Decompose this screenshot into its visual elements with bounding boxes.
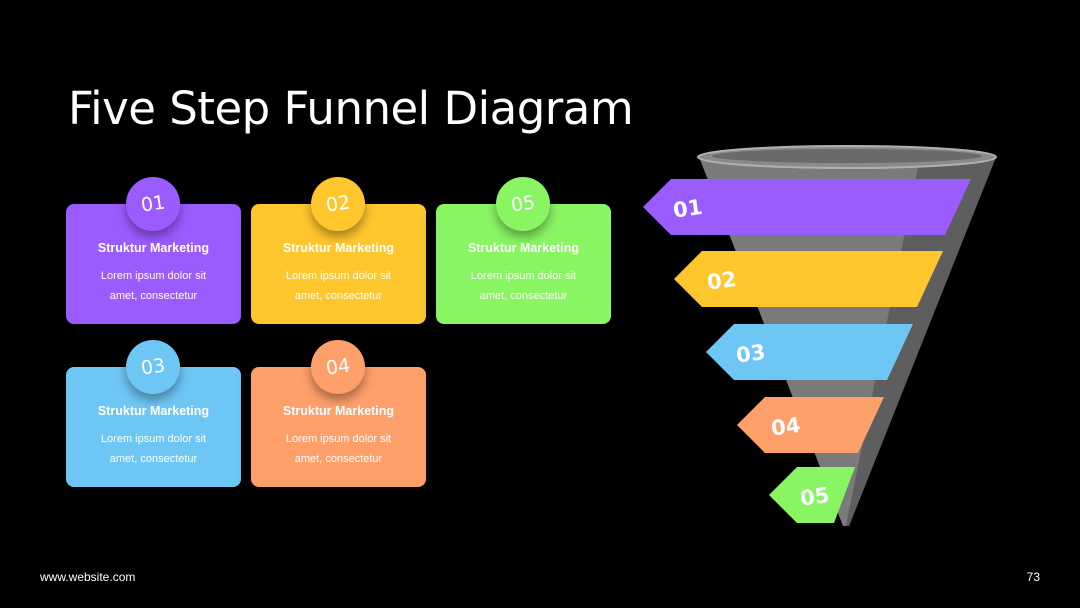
- funnel-band-01: [643, 179, 971, 235]
- card-text-line: Lorem ipsum dolor sit: [470, 270, 577, 282]
- step-card-03: 03 Struktur Marketing Lorem ipsum dolor …: [66, 340, 241, 487]
- step-badge: 03: [126, 340, 180, 394]
- funnel-band-03: [706, 324, 913, 380]
- page-number: 73: [1026, 570, 1040, 584]
- funnel-label-03: 03: [735, 340, 767, 368]
- card-text-line: amet, consectetur: [109, 453, 198, 465]
- card-title: Struktur Marketing: [282, 241, 395, 255]
- card-title: Struktur Marketing: [97, 241, 210, 255]
- funnel-label-01: 01: [672, 195, 704, 223]
- step-card-02: 02 Struktur Marketing Lorem ipsum dolor …: [251, 177, 426, 324]
- slide-title: Five Step Funnel Diagram: [68, 82, 634, 135]
- funnel-rim-inner: [712, 149, 982, 163]
- card-text-line: amet, consectetur: [109, 290, 198, 302]
- card-text: Lorem ipsum dolor sit amet, consectetur: [66, 429, 241, 469]
- step-card-01: 01 Struktur Marketing Lorem ipsum dolor …: [66, 177, 241, 324]
- card-text-line: Lorem ipsum dolor sit: [100, 270, 207, 282]
- funnel-band-02: [674, 251, 943, 307]
- card-text-line: Lorem ipsum dolor sit: [100, 433, 207, 445]
- card-text: Lorem ipsum dolor sit amet, consectetur: [436, 266, 611, 306]
- funnel-label-02: 02: [706, 267, 738, 295]
- card-text-line: amet, consectetur: [294, 290, 383, 302]
- card-text: Lorem ipsum dolor sit amet, consectetur: [251, 429, 426, 469]
- step-card-05: 05 Struktur Marketing Lorem ipsum dolor …: [436, 177, 611, 324]
- card-text-line: amet, consectetur: [294, 453, 383, 465]
- card-title: Struktur Marketing: [282, 404, 395, 418]
- card-text-line: Lorem ipsum dolor sit: [285, 270, 392, 282]
- card-title: Struktur Marketing: [467, 241, 580, 255]
- footer-website: www.website.com: [40, 570, 136, 584]
- card-title: Struktur Marketing: [97, 404, 210, 418]
- funnel-label-05: 05: [799, 483, 831, 511]
- step-card-04: 04 Struktur Marketing Lorem ipsum dolor …: [251, 340, 426, 487]
- card-text-line: amet, consectetur: [479, 290, 568, 302]
- step-badge: 05: [496, 177, 550, 231]
- card-text: Lorem ipsum dolor sit amet, consectetur: [66, 266, 241, 306]
- funnel-label-04: 04: [770, 413, 802, 441]
- step-badge: 04: [311, 340, 365, 394]
- step-badge: 01: [126, 177, 180, 231]
- step-badge: 02: [311, 177, 365, 231]
- funnel-cone-shade: [846, 157, 996, 526]
- funnel-band-05: [769, 467, 855, 523]
- funnel-band-04: [737, 397, 884, 453]
- card-text-line: Lorem ipsum dolor sit: [285, 433, 392, 445]
- card-text: Lorem ipsum dolor sit amet, consectetur: [251, 266, 426, 306]
